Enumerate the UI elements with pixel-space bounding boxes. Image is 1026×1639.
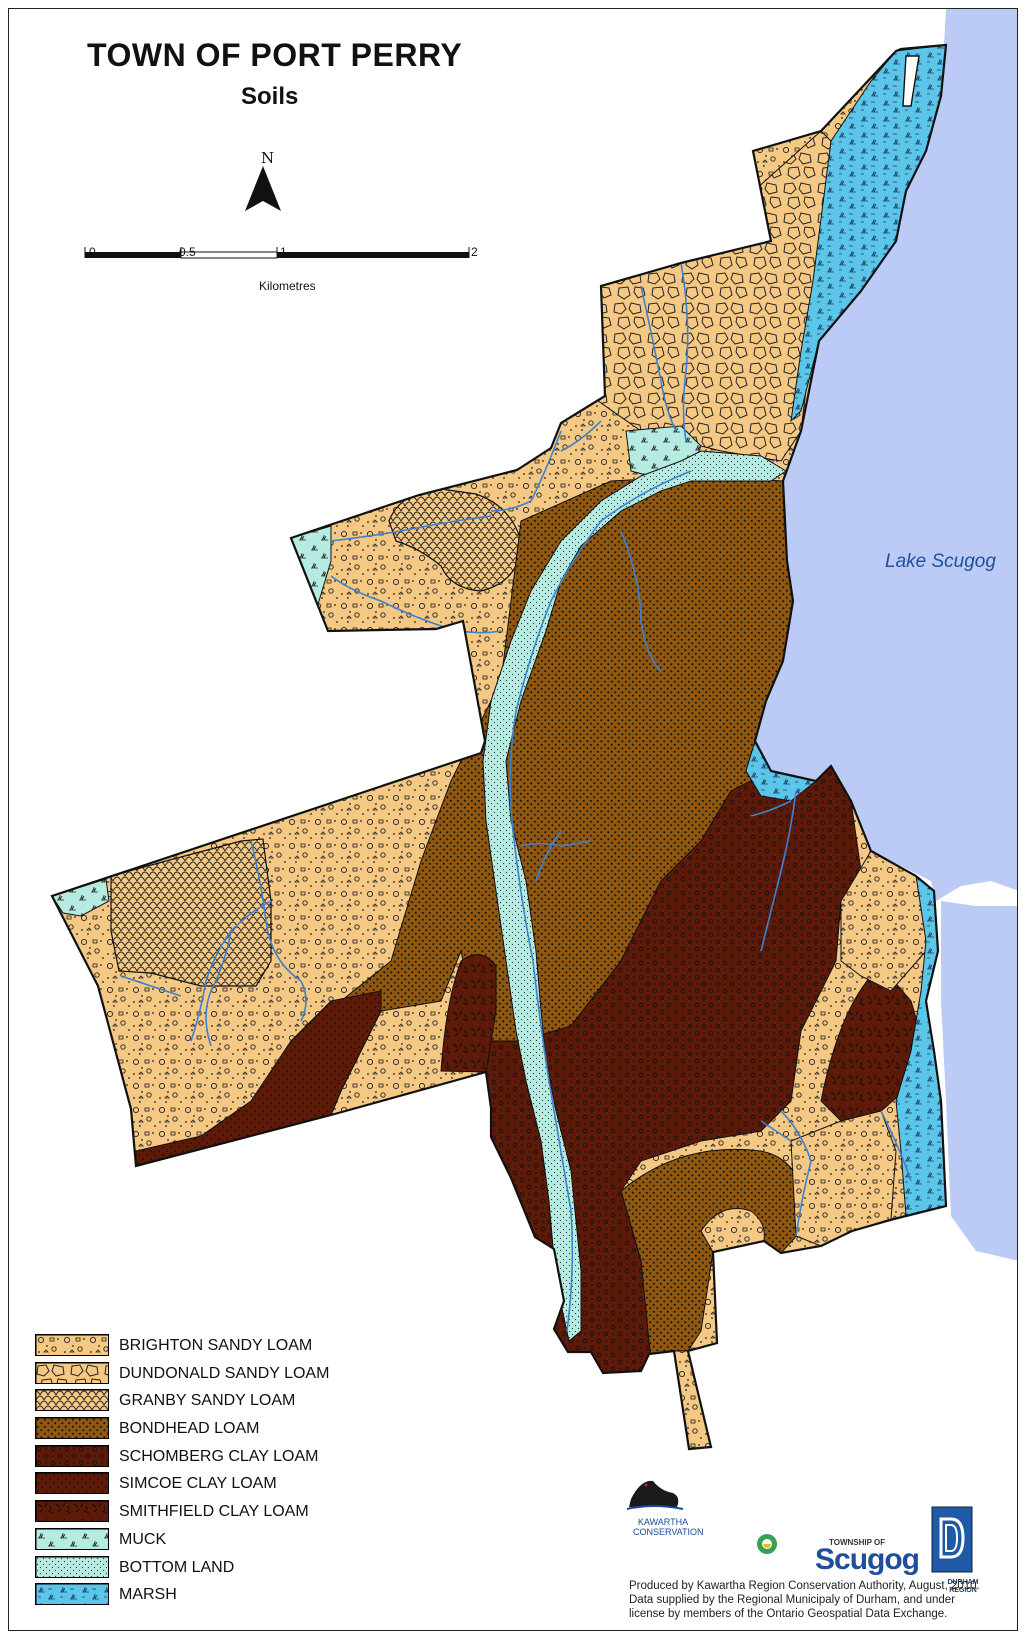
legend-label: MUCK: [119, 1530, 167, 1548]
legend-label: GRANBY SANDY LOAM: [119, 1392, 296, 1410]
lake-scugog-south: [941, 901, 1017, 1261]
legend-swatch-granby: [35, 1389, 109, 1412]
legend-label: SIMCOE CLAY LOAM: [119, 1475, 277, 1493]
legend-label: BRIGHTON SANDY LOAM: [119, 1337, 313, 1354]
soil-smithfield-central: [440, 954, 497, 1073]
scale-bar: [84, 247, 470, 259]
scale-label-half: 0.5: [179, 245, 196, 259]
legend-swatch-marsh: [35, 1583, 109, 1606]
north-label: N: [261, 149, 275, 167]
scale-units: Kilometres: [259, 279, 316, 293]
north-spit: [902, 55, 920, 107]
streams: [120, 262, 912, 1332]
kawartha-loon-icon: [626, 1480, 684, 1510]
legend-label: BONDHEAD LOAM: [119, 1420, 260, 1438]
map-frame: TOWN OF PORT PERRY Soils N 0 0.5 1 2 Kil…: [8, 8, 1018, 1631]
durham-logo-icon: [931, 1506, 973, 1573]
legend-swatch-smithfield: [35, 1500, 109, 1523]
scugog-wordmark: Scugog: [815, 1543, 920, 1576]
kawartha-logo-text: KAWARTHA CONSERVATION: [633, 1517, 704, 1537]
soil-dundonald-north: [590, 130, 832, 462]
scale-label-2: 2: [471, 245, 478, 259]
legend-swatch-muck: [35, 1527, 109, 1550]
legend-swatch-schomberg: [35, 1444, 109, 1467]
scale-label-0: 0: [89, 245, 96, 259]
legend-label: DUNDONALD SANDY LOAM: [119, 1364, 330, 1382]
north-arrow-icon: [245, 166, 281, 211]
legend-swatch-brighton: [35, 1334, 109, 1356]
legend-swatch-dundonald: [35, 1361, 109, 1384]
credit-line-1: Produced by Kawartha Region Conservation…: [629, 1580, 980, 1592]
lake-label: Lake Scugog: [885, 551, 996, 572]
soil-granby-west: [110, 838, 272, 987]
legend-swatch-bottom: [35, 1555, 109, 1578]
legend-label: SMITHFIELD CLAY LOAM: [119, 1503, 309, 1521]
township-label: TOWNSHIP OF: [829, 1538, 886, 1547]
credits: Produced by Kawartha Region Conservation…: [629, 1579, 980, 1621]
legend-swatch-simcoe: [35, 1472, 109, 1495]
scugog-swirl-icon: [757, 1534, 777, 1554]
scale-label-1: 1: [280, 245, 287, 259]
legend-label: SCHOMBERG CLAY LOAM: [119, 1447, 319, 1465]
credit-line-2: Data supplied by the Regional Municipaly…: [629, 1594, 956, 1606]
map-subtitle: Soils: [241, 83, 299, 110]
legend-swatch-bondhead: [35, 1417, 109, 1440]
credit-line-3: license by members of the Ontario Geospa…: [629, 1608, 948, 1620]
lake-scugog: [671, 9, 1017, 901]
map-title: TOWN OF PORT PERRY: [87, 37, 463, 73]
bottom-land-creek: [482, 450, 787, 1342]
legend-label: MARSH: [119, 1586, 177, 1604]
durham-logo-text: DURHAM REGION: [947, 1579, 979, 1594]
legend-label: BOTTOM LAND: [119, 1558, 235, 1576]
soil-map: [50, 9, 1017, 1573]
